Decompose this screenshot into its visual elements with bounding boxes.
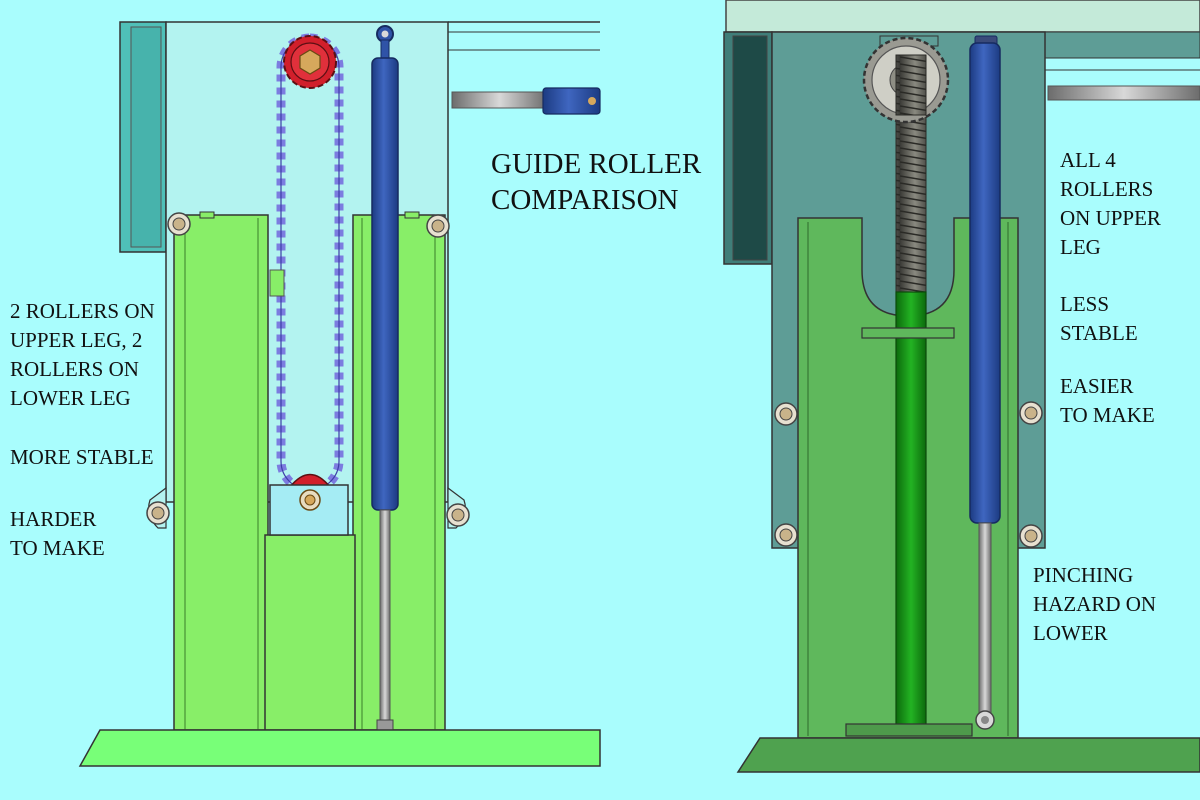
right-rollers-description: ALL 4 ROLLERS ON UPPER LEG <box>1060 148 1161 259</box>
right-base <box>736 737 1200 773</box>
right-actuator <box>969 35 1001 730</box>
left-design <box>78 21 601 767</box>
right-design <box>723 0 1200 773</box>
roller <box>774 523 798 547</box>
right-rollers <box>774 401 1043 548</box>
right-hazard-label: PINCHING HAZARD ON LOWER <box>1033 563 1157 645</box>
left-con-label: HARDER TO MAKE <box>10 507 105 560</box>
left-side-cylinder <box>451 87 601 115</box>
roller <box>1019 524 1043 548</box>
diagram-title: GUIDE ROLLER COMPARISON <box>491 148 702 216</box>
left-pro-label: MORE STABLE <box>10 445 154 469</box>
roller <box>774 402 798 426</box>
right-con-label: LESS STABLE <box>1060 292 1138 345</box>
left-rollers <box>146 212 470 527</box>
right-bevel-gear <box>862 35 950 124</box>
roller <box>426 214 450 238</box>
left-top-sprocket <box>283 35 337 89</box>
left-base <box>78 729 601 767</box>
left-actuator <box>371 25 399 745</box>
roller <box>146 501 170 525</box>
left-bottom-sprocket <box>269 473 349 536</box>
right-pro-label: EASIER TO MAKE <box>1060 374 1155 427</box>
left-rollers-description: 2 ROLLERS ON UPPER LEG, 2 ROLLERS ON LOW… <box>10 299 155 410</box>
roller <box>1019 401 1043 425</box>
roller <box>167 212 191 236</box>
roller <box>446 503 470 527</box>
left-lower-leg <box>173 211 446 731</box>
